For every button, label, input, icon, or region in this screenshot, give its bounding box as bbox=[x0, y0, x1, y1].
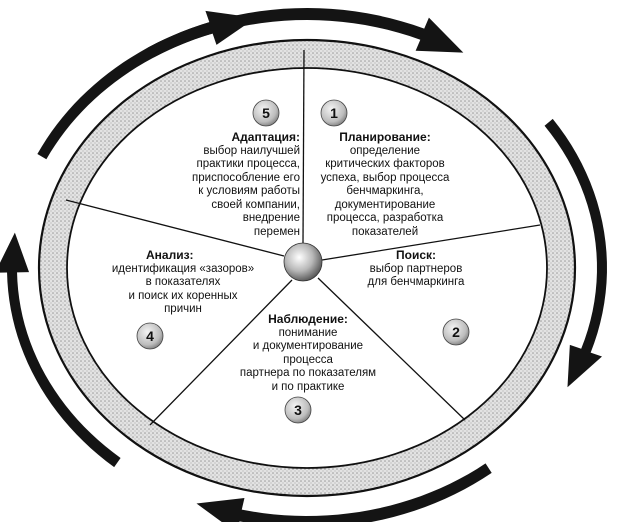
cycle-arrows bbox=[0, 8, 607, 522]
stage-badge-5: 5 bbox=[252, 99, 280, 127]
badge-circle bbox=[442, 318, 470, 346]
badge-number: 4 bbox=[146, 328, 154, 344]
badge-circle bbox=[136, 322, 164, 350]
stage-badge-2: 2 bbox=[442, 318, 470, 346]
stage-3-body: понимание и документирование процесса па… bbox=[239, 326, 377, 393]
divider-line-1 bbox=[302, 49, 305, 244]
stage-1-text: Планирование: определение критических фа… bbox=[305, 130, 465, 239]
badge-circle bbox=[320, 99, 348, 127]
stage-badge-1: 1 bbox=[320, 99, 348, 127]
divider-line-3 bbox=[149, 279, 293, 426]
stage-4-title: Анализ: bbox=[146, 248, 194, 262]
divider-line-4 bbox=[317, 277, 466, 421]
center-hub bbox=[283, 242, 323, 282]
cycle-arrow-4 bbox=[0, 232, 121, 468]
stage-1-title: Планирование: bbox=[339, 130, 431, 144]
stage-badge-4: 4 bbox=[136, 322, 164, 350]
badge-number: 3 bbox=[294, 402, 302, 418]
divider-line-2 bbox=[321, 224, 541, 261]
stage-5-title: Адаптация: bbox=[231, 130, 300, 144]
cycle-arrow-5 bbox=[37, 10, 256, 160]
divider-line-5 bbox=[65, 199, 285, 257]
cycle-arrow-3 bbox=[196, 463, 492, 522]
stage-3-title: Наблюдение: bbox=[268, 312, 348, 326]
stage-2-title: Поиск: bbox=[395, 248, 436, 262]
stage-badges: 1 2 3 4 5 bbox=[136, 99, 470, 424]
stage-5-body: выбор наилучшей практики процесса, присп… bbox=[192, 144, 300, 238]
badge-circle bbox=[284, 396, 312, 424]
stage-1-body: определение критических факторов успеха,… bbox=[320, 144, 450, 238]
stage-2-text: Поиск: выбор партнеров для бенчмаркинга bbox=[344, 248, 488, 290]
cycle-arrow-2 bbox=[544, 118, 607, 388]
stage-badge-3: 3 bbox=[284, 396, 312, 424]
stage-3-text: Наблюдение: понимание и документирование… bbox=[212, 312, 404, 394]
badge-circle bbox=[252, 99, 280, 127]
stage-2-body: выбор партнеров для бенчмаркинга bbox=[367, 262, 465, 289]
stage-4-body: идентификация «зазоров» в показателях и … bbox=[111, 262, 255, 316]
segment-dividers bbox=[65, 49, 541, 426]
stage-5-text: Адаптация: выбор наилучшей практики проц… bbox=[150, 130, 300, 239]
stage-4-text: Анализ: идентификация «зазоров» в показа… bbox=[88, 248, 278, 317]
badge-number: 5 bbox=[262, 105, 270, 121]
badge-number: 2 bbox=[452, 324, 460, 340]
badge-number: 1 bbox=[330, 105, 338, 121]
